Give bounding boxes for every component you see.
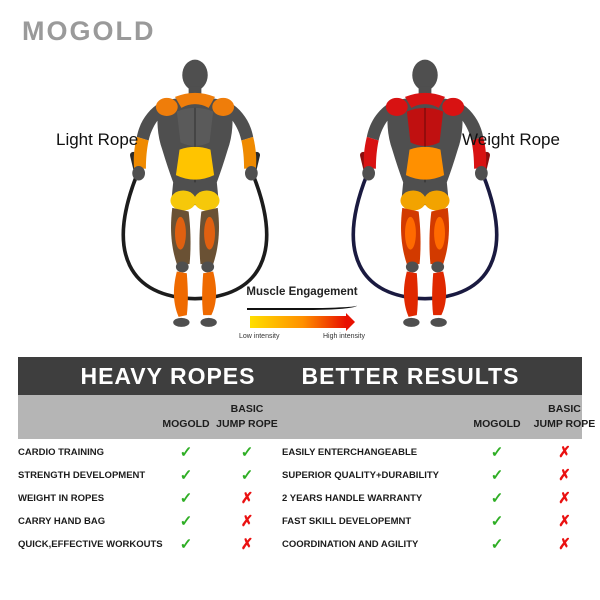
mark: ✗ bbox=[558, 490, 571, 507]
table-row: WEIGHT IN ROPES ✓ ✗ bbox=[18, 487, 282, 510]
table-row: QUICK,EFFECTIVE WORKOUTS ✓ ✗ bbox=[18, 533, 282, 556]
table-row: CARRY HAND BAG ✓ ✗ bbox=[18, 510, 282, 533]
feature-label: EASILY ENTERCHANGEABLE bbox=[282, 447, 418, 458]
banner-heavy-ropes: HEAVY ROPES bbox=[80, 362, 256, 389]
mark: ✗ bbox=[558, 467, 571, 484]
mark: ✓ bbox=[490, 444, 504, 461]
legend-title: Muscle Engagement bbox=[246, 286, 358, 298]
table-row: CARDIO TRAINING ✓ ✓ bbox=[18, 441, 282, 464]
feature-label: SUPERIOR QUALITY+DURABILITY bbox=[282, 470, 440, 481]
table-row: STRENGTH DEVELOPMENT ✓ ✓ bbox=[18, 464, 282, 487]
gradient-arrow-icon bbox=[345, 313, 355, 331]
column-header-basic: BASIC JUMP ROPE bbox=[216, 402, 278, 431]
column-header-mogold: MOGOLD bbox=[162, 418, 210, 431]
mark: ✓ bbox=[490, 490, 504, 507]
table-header-band: MOGOLD BASIC JUMP ROPE MOGOLD BASIC JUMP… bbox=[18, 395, 595, 439]
column-header-basic: BASIC JUMP ROPE bbox=[533, 402, 596, 431]
feature-label: CARDIO TRAINING bbox=[18, 447, 105, 458]
high-intensity-label: High intensity bbox=[322, 333, 365, 340]
weight-rope-label: Weight Rope bbox=[462, 130, 560, 149]
feature-label: 2 YEARS HANDLE WARRANTY bbox=[282, 493, 423, 504]
brand-logo: MOGOLD bbox=[22, 16, 156, 46]
mark: ✓ bbox=[240, 467, 254, 484]
mark: ✓ bbox=[490, 536, 504, 553]
headline-banner: HEAVY ROPES BETTER RESULTS bbox=[18, 357, 582, 395]
mark: ✓ bbox=[179, 536, 193, 553]
feature-label: COORDINATION AND AGILITY bbox=[282, 539, 419, 550]
light-rope-label: Light Rope bbox=[56, 130, 139, 149]
mark: ✗ bbox=[558, 536, 571, 553]
comparison-table: CARDIO TRAINING ✓ ✓ STRENGTH DEVELOPMENT… bbox=[18, 441, 600, 556]
feature-label: CARRY HAND BAG bbox=[18, 516, 106, 527]
table-row: FAST SKILL DEVELOPEMNT ✓ ✗ bbox=[282, 510, 600, 533]
comparison-table-left: CARDIO TRAINING ✓ ✓ STRENGTH DEVELOPMENT… bbox=[18, 441, 282, 556]
mark: ✗ bbox=[240, 536, 254, 553]
mark: ✓ bbox=[179, 513, 193, 530]
column-header-mogold: MOGOLD bbox=[473, 418, 521, 431]
feature-label: QUICK,EFFECTIVE WORKOUTS bbox=[18, 539, 163, 550]
mark: ✗ bbox=[558, 513, 571, 530]
feature-label: WEIGHT IN ROPES bbox=[18, 493, 105, 504]
feature-label: STRENGTH DEVELOPMENT bbox=[18, 470, 146, 481]
intensity-gradient-bar bbox=[237, 313, 367, 331]
comparison-table-right: EASILY ENTERCHANGEABLE ✓ ✗ SUPERIOR QUAL… bbox=[282, 441, 600, 556]
banner-better-results: BETTER RESULTS bbox=[301, 362, 520, 389]
mark: ✓ bbox=[490, 467, 504, 484]
table-row: COORDINATION AND AGILITY ✓ ✗ bbox=[282, 533, 600, 556]
low-intensity-label: Low intensity bbox=[239, 333, 280, 340]
mark: ✓ bbox=[240, 444, 254, 461]
table-row: SUPERIOR QUALITY+DURABILITY ✓ ✗ bbox=[282, 464, 600, 487]
mark: ✓ bbox=[179, 490, 193, 507]
table-row: EASILY ENTERCHANGEABLE ✓ ✗ bbox=[282, 441, 600, 464]
muscle-engagement-legend: Muscle Engagement Low intensity High int… bbox=[237, 286, 367, 340]
mark: ✗ bbox=[558, 444, 571, 461]
mark: ✓ bbox=[490, 513, 504, 530]
table-row: 2 YEARS HANDLE WARRANTY ✓ ✗ bbox=[282, 487, 600, 510]
legend-arrow-swoosh bbox=[247, 302, 357, 310]
mark: ✓ bbox=[179, 444, 193, 461]
mark: ✗ bbox=[240, 490, 254, 507]
mark: ✓ bbox=[179, 467, 193, 484]
mark: ✗ bbox=[240, 513, 254, 530]
feature-label: FAST SKILL DEVELOPEMNT bbox=[282, 516, 412, 527]
